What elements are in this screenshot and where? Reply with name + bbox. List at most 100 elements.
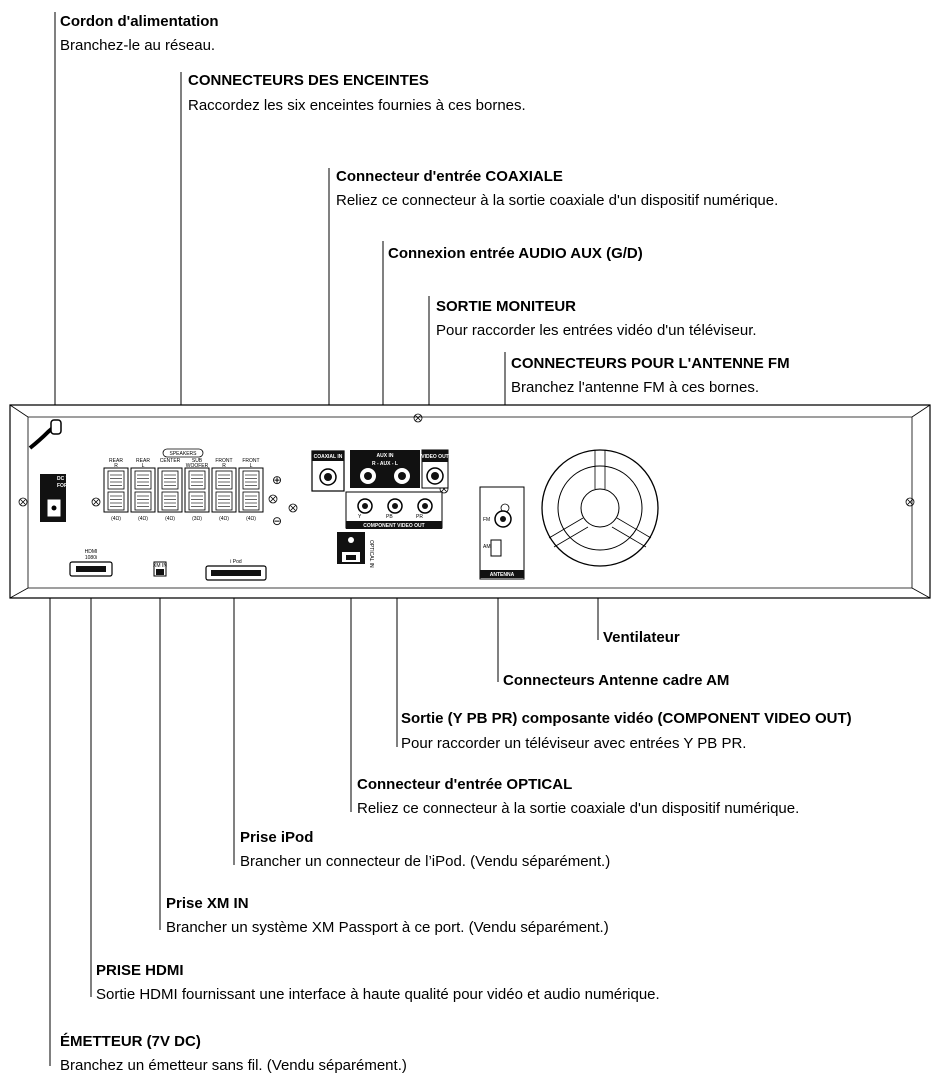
callout-aux: Connexion entrée AUDIO AUX (G/D) xyxy=(388,245,643,262)
callout-optical: Connecteur d'entrée OPTICAL Reliez ce co… xyxy=(357,776,799,817)
hdmi-port xyxy=(69,561,113,577)
screw-icon xyxy=(91,497,101,507)
dc-output-jack xyxy=(40,474,66,522)
callout-desc: Branchez-le au réseau. xyxy=(60,37,215,54)
speaker-terminal-group: REARR(4Ω)REARL(4Ω)CENTER(4Ω)SUBWOOFER(3Ω… xyxy=(103,458,264,522)
screw-icon xyxy=(413,413,423,423)
ipod-port xyxy=(205,565,267,581)
ipod-label: i Pod xyxy=(230,559,242,565)
hdmi-sublabel: 1080i xyxy=(85,555,97,561)
speaker-channel-name: SUB xyxy=(192,458,203,464)
speaker-channel-impedance: (4Ω) xyxy=(165,516,175,522)
screw-icon xyxy=(268,494,278,504)
screw-icon xyxy=(905,497,915,507)
hdmi-label: HDMI xyxy=(85,549,98,555)
video-out-label: VIDEO OUT xyxy=(421,454,449,460)
dc-output-label: DC 7V OUT xyxy=(57,476,84,482)
am-label: AM xyxy=(483,544,491,550)
screw-icon xyxy=(288,503,298,513)
fm-label: FM xyxy=(483,517,490,523)
antenna-label: ANTENNA xyxy=(490,572,515,578)
callout-title: PRISE HDMI xyxy=(96,962,184,979)
callout-title: Cordon d'alimentation xyxy=(60,13,219,30)
minus-icon: ⊖ xyxy=(272,514,282,528)
callout-title: CONNECTEURS POUR L'ANTENNE FM xyxy=(511,355,790,372)
component-out-label: COMPONENT VIDEO OUT xyxy=(363,523,424,529)
speaker-channel-side: L xyxy=(142,463,145,469)
callout-desc: Sortie HDMI fournissant une interface à … xyxy=(96,986,660,1003)
aux-in-sublabel: R - AUX - L xyxy=(372,461,398,467)
callout-monitor: SORTIE MONITEUR Pour raccorder les entré… xyxy=(436,298,757,339)
speaker-channel-side: R xyxy=(222,463,226,469)
callout-fan: Ventilateur xyxy=(603,629,680,646)
callout-hdmi: PRISE HDMI Sortie HDMI fournissant une i… xyxy=(96,962,660,1003)
speaker-channel-side: L xyxy=(250,463,253,469)
callout-am: Connecteurs Antenne cadre AM xyxy=(503,672,729,689)
callout-speakers: CONNECTEURS DES ENCEINTES Raccordez les … xyxy=(188,72,526,114)
callout-desc: Branchez l'antenne FM à ces bornes. xyxy=(511,379,759,396)
callout-title: SORTIE MONITEUR xyxy=(436,298,576,315)
speaker-terminal: CENTER(4Ω) xyxy=(157,458,183,522)
coaxial-in-label: COAXIAL IN xyxy=(314,454,343,460)
speaker-channel-impedance: (3Ω) xyxy=(192,516,202,522)
speakers-box xyxy=(162,448,204,458)
callout-title: Connecteurs Antenne cadre AM xyxy=(503,672,729,689)
callout-emitter: ÉMETTEUR (7V DC) Branchez un émetteur sa… xyxy=(60,1033,407,1074)
callout-desc: Pour raccorder un téléviseur avec entrée… xyxy=(401,735,746,752)
callout-desc: Reliez ce connecteur à la sortie coaxial… xyxy=(336,192,778,209)
video-out-jack xyxy=(421,449,449,489)
optical-in-label: OPTICAL IN xyxy=(368,540,374,568)
speaker-channel-side: R xyxy=(114,463,118,469)
screw-icon xyxy=(18,497,28,507)
component-pb-label: PB xyxy=(386,514,393,520)
aux-in-jacks xyxy=(350,450,420,488)
callout-desc: Reliez ce connecteur à la sortie coaxial… xyxy=(357,800,799,817)
callout-desc: Pour raccorder les entrées vidéo d'un té… xyxy=(436,322,757,339)
dc-output-sublabel: FOR WIRELESS xyxy=(57,483,96,489)
callout-title: CONNECTEURS DES ENCEINTES xyxy=(188,72,429,89)
speaker-channel-impedance: (4Ω) xyxy=(246,516,256,522)
callout-title: Connecteur d'entrée COAXIALE xyxy=(336,168,563,185)
callout-title: Prise iPod xyxy=(240,829,313,846)
callout-title: ÉMETTEUR (7V DC) xyxy=(60,1033,201,1050)
callout-title: Sortie (Y PB PR) composante vidéo (COMPO… xyxy=(401,710,852,727)
power-cord-icon xyxy=(28,419,62,450)
callout-coaxial: Connecteur d'entrée COAXIALE Reliez ce c… xyxy=(336,168,778,209)
component-video-out-jacks xyxy=(345,491,443,529)
callout-title: Prise XM IN xyxy=(166,895,249,912)
speaker-channel-impedance: (4Ω) xyxy=(219,516,229,522)
xm-in-port xyxy=(153,561,167,577)
callout-desc: Raccordez les six enceintes fournies à c… xyxy=(188,97,526,114)
callout-desc: Brancher un connecteur de l’iPod. (Vendu… xyxy=(240,853,610,870)
coaxial-in-jack xyxy=(311,450,345,492)
optical-in-jack xyxy=(337,532,365,564)
aux-in-label: AUX IN xyxy=(377,453,394,459)
rear-panel: DC 7V OUT FOR WIRELESS SPEAKERS REARR(4Ω… xyxy=(9,404,931,599)
speaker-channel-name: REAR xyxy=(136,458,150,464)
callout-ipod: Prise iPod Brancher un connecteur de l’i… xyxy=(240,829,610,870)
speaker-channel-side: WOOFER xyxy=(186,463,209,469)
component-y-label: Y xyxy=(358,514,362,520)
callout-title: Connecteur d'entrée OPTICAL xyxy=(357,776,572,793)
antenna-terminals xyxy=(479,486,525,580)
component-pr-label: PR xyxy=(416,514,423,520)
callout-power: Cordon d'alimentation Branchez-le au rés… xyxy=(60,13,219,54)
callout-fm: CONNECTEURS POUR L'ANTENNE FM Branchez l… xyxy=(511,355,790,396)
callout-xm: Prise XM IN Brancher un système XM Passp… xyxy=(166,895,609,936)
speakers-box-label: SPEAKERS xyxy=(170,451,198,457)
callout-desc: Branchez un émetteur sans fil. (Vendu sé… xyxy=(60,1057,407,1074)
speaker-channel-name: REAR xyxy=(109,458,123,464)
callout-title: Ventilateur xyxy=(603,629,680,646)
speaker-channel-name: FRONT xyxy=(242,458,259,464)
callout-component: Sortie (Y PB PR) composante vidéo (COMPO… xyxy=(401,710,852,752)
plus-icon: ⊕ xyxy=(272,473,282,487)
callout-desc: Brancher un système XM Passport à ce por… xyxy=(166,919,609,936)
fan-icon xyxy=(541,449,659,567)
speaker-channel-name: FRONT xyxy=(215,458,232,464)
callout-title: Connexion entrée AUDIO AUX (G/D) xyxy=(388,245,643,262)
